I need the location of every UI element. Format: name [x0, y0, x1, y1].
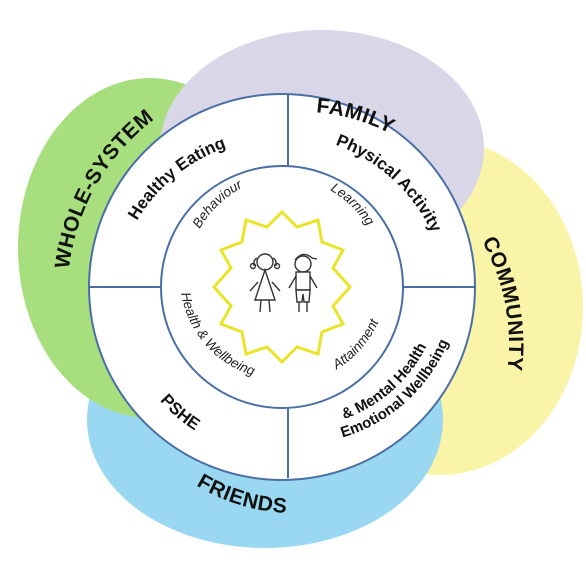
girl-and-boy-stick-figures-icon — [249, 253, 318, 313]
center-star — [211, 209, 353, 365]
